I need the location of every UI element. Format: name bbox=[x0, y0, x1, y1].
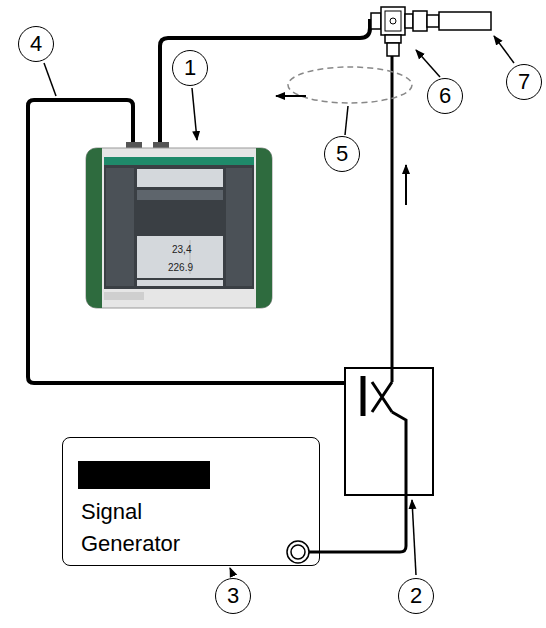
power-meter-device bbox=[86, 142, 272, 308]
screen-reading: 226.9 bbox=[168, 262, 193, 274]
leader-line bbox=[345, 106, 348, 135]
generator-box: Signal Generator bbox=[62, 437, 320, 566]
termination bbox=[439, 12, 491, 30]
screen-reading: 23,4 bbox=[172, 244, 191, 256]
power-sensor bbox=[371, 7, 439, 56]
generator-cable bbox=[298, 495, 406, 552]
coupler-cable bbox=[28, 100, 352, 383]
leader-line bbox=[230, 568, 233, 575]
box-label: Signal Generator bbox=[81, 496, 201, 560]
output-connector bbox=[287, 541, 309, 563]
callout-number: 3 bbox=[215, 578, 251, 614]
flow-arrow bbox=[276, 95, 306, 97]
leader-line bbox=[412, 500, 416, 575]
leader-line bbox=[416, 50, 440, 77]
flow-arrow bbox=[405, 165, 407, 205]
callout-number: 7 bbox=[506, 64, 542, 100]
dashed-ellipse bbox=[288, 67, 412, 103]
leader-line bbox=[44, 63, 56, 96]
callout-number: 1 bbox=[172, 50, 208, 86]
generator-display bbox=[78, 461, 210, 489]
callout-number: 2 bbox=[398, 578, 434, 614]
directional-coupler bbox=[345, 368, 433, 495]
rf-line bbox=[391, 56, 394, 368]
sensor-cable bbox=[160, 21, 380, 146]
callout-number: 4 bbox=[18, 26, 54, 62]
leader-line bbox=[494, 36, 514, 63]
callout-number: 6 bbox=[427, 78, 463, 114]
callout-number: 5 bbox=[324, 136, 360, 172]
leader-line bbox=[192, 88, 197, 140]
